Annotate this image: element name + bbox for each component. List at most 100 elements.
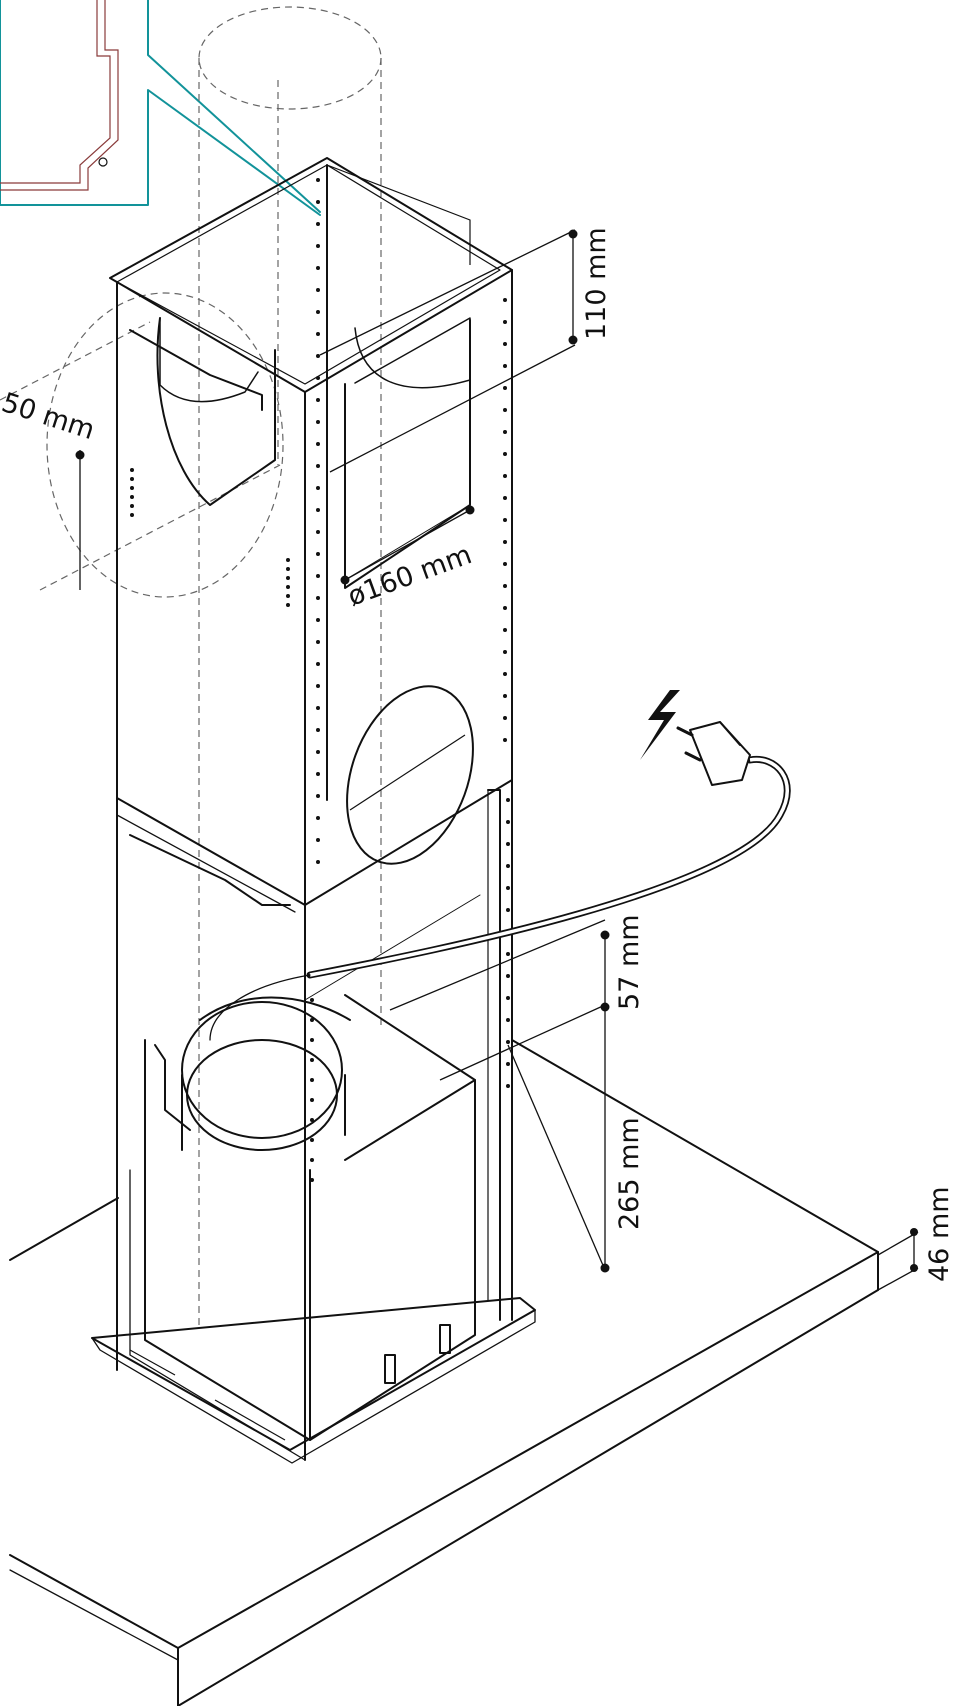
perforation-hole (506, 1084, 510, 1088)
perforation-hole (506, 908, 510, 912)
power-cord (209, 755, 791, 1041)
perforation-hole (316, 860, 320, 864)
perforation-hole (506, 974, 510, 978)
perforation-hole (310, 1118, 314, 1122)
perforation-hole (316, 728, 320, 732)
perforation-hole (316, 464, 320, 468)
perforation-hole (506, 798, 510, 802)
perforation-hole (316, 552, 320, 556)
hood-canopy (9, 1039, 879, 1706)
chimney-body (109, 157, 513, 1461)
detail-callout (0, 0, 321, 216)
perforation-hole (316, 222, 320, 226)
perforation-hole (316, 442, 320, 446)
perforation-hole (503, 298, 507, 302)
perforation-hole (286, 585, 290, 589)
perforation-hole (286, 576, 290, 580)
perforation-hole (316, 244, 320, 248)
perforation-hole (310, 1098, 314, 1102)
perforation-hole (316, 640, 320, 644)
perforation-hole (316, 816, 320, 820)
perforation-hole (286, 594, 290, 598)
label-50mm: 50 mm (0, 387, 98, 446)
label-110mm: 110 mm (581, 227, 612, 340)
perforation-hole (310, 1038, 314, 1042)
perforation-hole (503, 430, 507, 434)
perforation-hole (316, 574, 320, 578)
label-265mm: 265 mm (614, 1117, 645, 1230)
perforation-hole (503, 650, 507, 654)
perforation-hole (316, 310, 320, 314)
perforation-hole (316, 684, 320, 688)
perforation-hole (503, 738, 507, 742)
perforation-hole (316, 178, 320, 182)
perforation-hole (503, 694, 507, 698)
perforation-hole (286, 567, 290, 571)
dimension-lines (75, 229, 919, 1291)
label-160mm-diameter: ø160 mm (344, 539, 476, 612)
perforation-hole (316, 838, 320, 842)
perforation-holes (130, 178, 510, 1182)
perforation-hole (310, 1138, 314, 1142)
perforation-hole (503, 496, 507, 500)
perforation-hole (316, 794, 320, 798)
lightning-bolt-icon (640, 690, 680, 760)
perforation-hole (506, 1018, 510, 1022)
perforation-hole (310, 1078, 314, 1082)
perforation-hole (503, 452, 507, 456)
perforation-hole (316, 398, 320, 402)
perforation-hole (130, 495, 134, 499)
hidden-duct (0, 6, 382, 1330)
perforation-hole (286, 558, 290, 562)
perforation-hole (506, 820, 510, 824)
perforation-hole (316, 530, 320, 534)
perforation-hole (506, 952, 510, 956)
motor-unit (129, 994, 476, 1461)
perforation-hole (506, 1040, 510, 1044)
perforation-hole (316, 750, 320, 754)
perforation-hole (506, 886, 510, 890)
power-plug-icon (676, 721, 751, 786)
perforation-hole (130, 477, 134, 481)
perforation-hole (316, 772, 320, 776)
perforation-hole (316, 596, 320, 600)
label-57mm: 57 mm (614, 914, 645, 1010)
dimension-labels: 50 mm 110 mm ø160 mm 57 mm 265 mm 46 mm (0, 227, 955, 1282)
perforation-hole (130, 513, 134, 517)
perforation-hole (503, 628, 507, 632)
perforation-hole (130, 468, 134, 472)
perforation-hole (503, 716, 507, 720)
perforation-hole (310, 1158, 314, 1162)
perforation-hole (503, 320, 507, 324)
mounting-plate (91, 1297, 536, 1464)
perforation-hole (506, 864, 510, 868)
perforation-hole (503, 562, 507, 566)
label-46mm: 46 mm (924, 1186, 955, 1282)
perforation-hole (506, 996, 510, 1000)
perforation-hole (130, 486, 134, 490)
perforation-hole (503, 342, 507, 346)
perforation-hole (316, 266, 320, 270)
perforation-hole (316, 618, 320, 622)
perforation-hole (316, 706, 320, 710)
perforation-hole (503, 364, 507, 368)
perforation-hole (316, 354, 320, 358)
perforation-hole (316, 288, 320, 292)
perforation-hole (503, 672, 507, 676)
perforation-hole (316, 508, 320, 512)
perforation-hole (310, 1018, 314, 1022)
perforation-hole (310, 1058, 314, 1062)
perforation-hole (316, 332, 320, 336)
perforation-hole (503, 518, 507, 522)
perforation-hole (316, 420, 320, 424)
perforation-hole (506, 842, 510, 846)
perforation-hole (316, 662, 320, 666)
perforation-hole (316, 486, 320, 490)
perforation-hole (130, 504, 134, 508)
perforation-hole (503, 408, 507, 412)
perforation-hole (503, 474, 507, 478)
perforation-hole (503, 540, 507, 544)
perforation-hole (286, 603, 290, 607)
perforation-hole (506, 1062, 510, 1066)
